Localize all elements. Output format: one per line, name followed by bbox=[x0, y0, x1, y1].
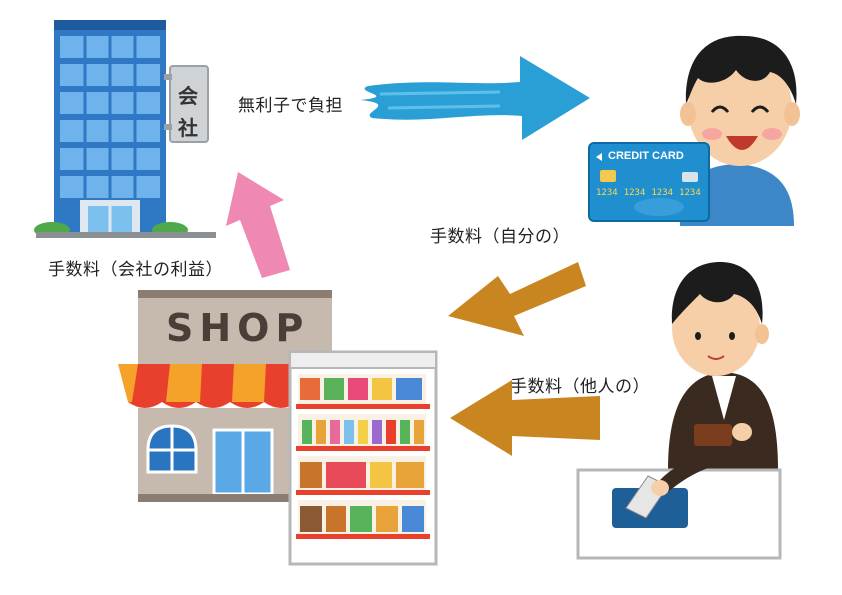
card-globe-icon bbox=[634, 198, 684, 216]
card-number-group: 1234 bbox=[651, 188, 674, 198]
card-number-group: 1234 bbox=[623, 188, 646, 198]
shelf-row-3 bbox=[296, 456, 430, 495]
label-interest-free: 無利子で負担 bbox=[238, 96, 343, 116]
shop-sign: SHOP bbox=[166, 306, 310, 350]
credit-card: CREDIT CARD 1234 1234 1234 1234 bbox=[588, 142, 710, 222]
card-title: CREDIT CARD bbox=[608, 150, 684, 162]
building-sign-char-2: 社 bbox=[178, 116, 198, 140]
shelf-row-4 bbox=[296, 500, 430, 539]
shop-awning bbox=[118, 364, 338, 408]
company-building: 会 社 bbox=[34, 12, 216, 240]
shelf-row-1 bbox=[296, 374, 430, 409]
card-number-group: 1234 bbox=[679, 188, 701, 198]
building-sign-char-1: 会 bbox=[178, 84, 198, 108]
card-number-group: 1234 bbox=[596, 188, 618, 198]
shelf-row-2 bbox=[296, 414, 430, 451]
label-fee-others: 手数料（他人の） bbox=[510, 377, 650, 397]
label-fee-own: 手数料（自分の） bbox=[430, 227, 570, 247]
card-arrow-icon bbox=[596, 153, 602, 161]
building-illustration bbox=[34, 20, 216, 238]
card-hologram-icon bbox=[682, 172, 698, 182]
card-chip-icon bbox=[600, 170, 616, 182]
label-fee-company: 手数料（会社の利益） bbox=[48, 260, 223, 280]
